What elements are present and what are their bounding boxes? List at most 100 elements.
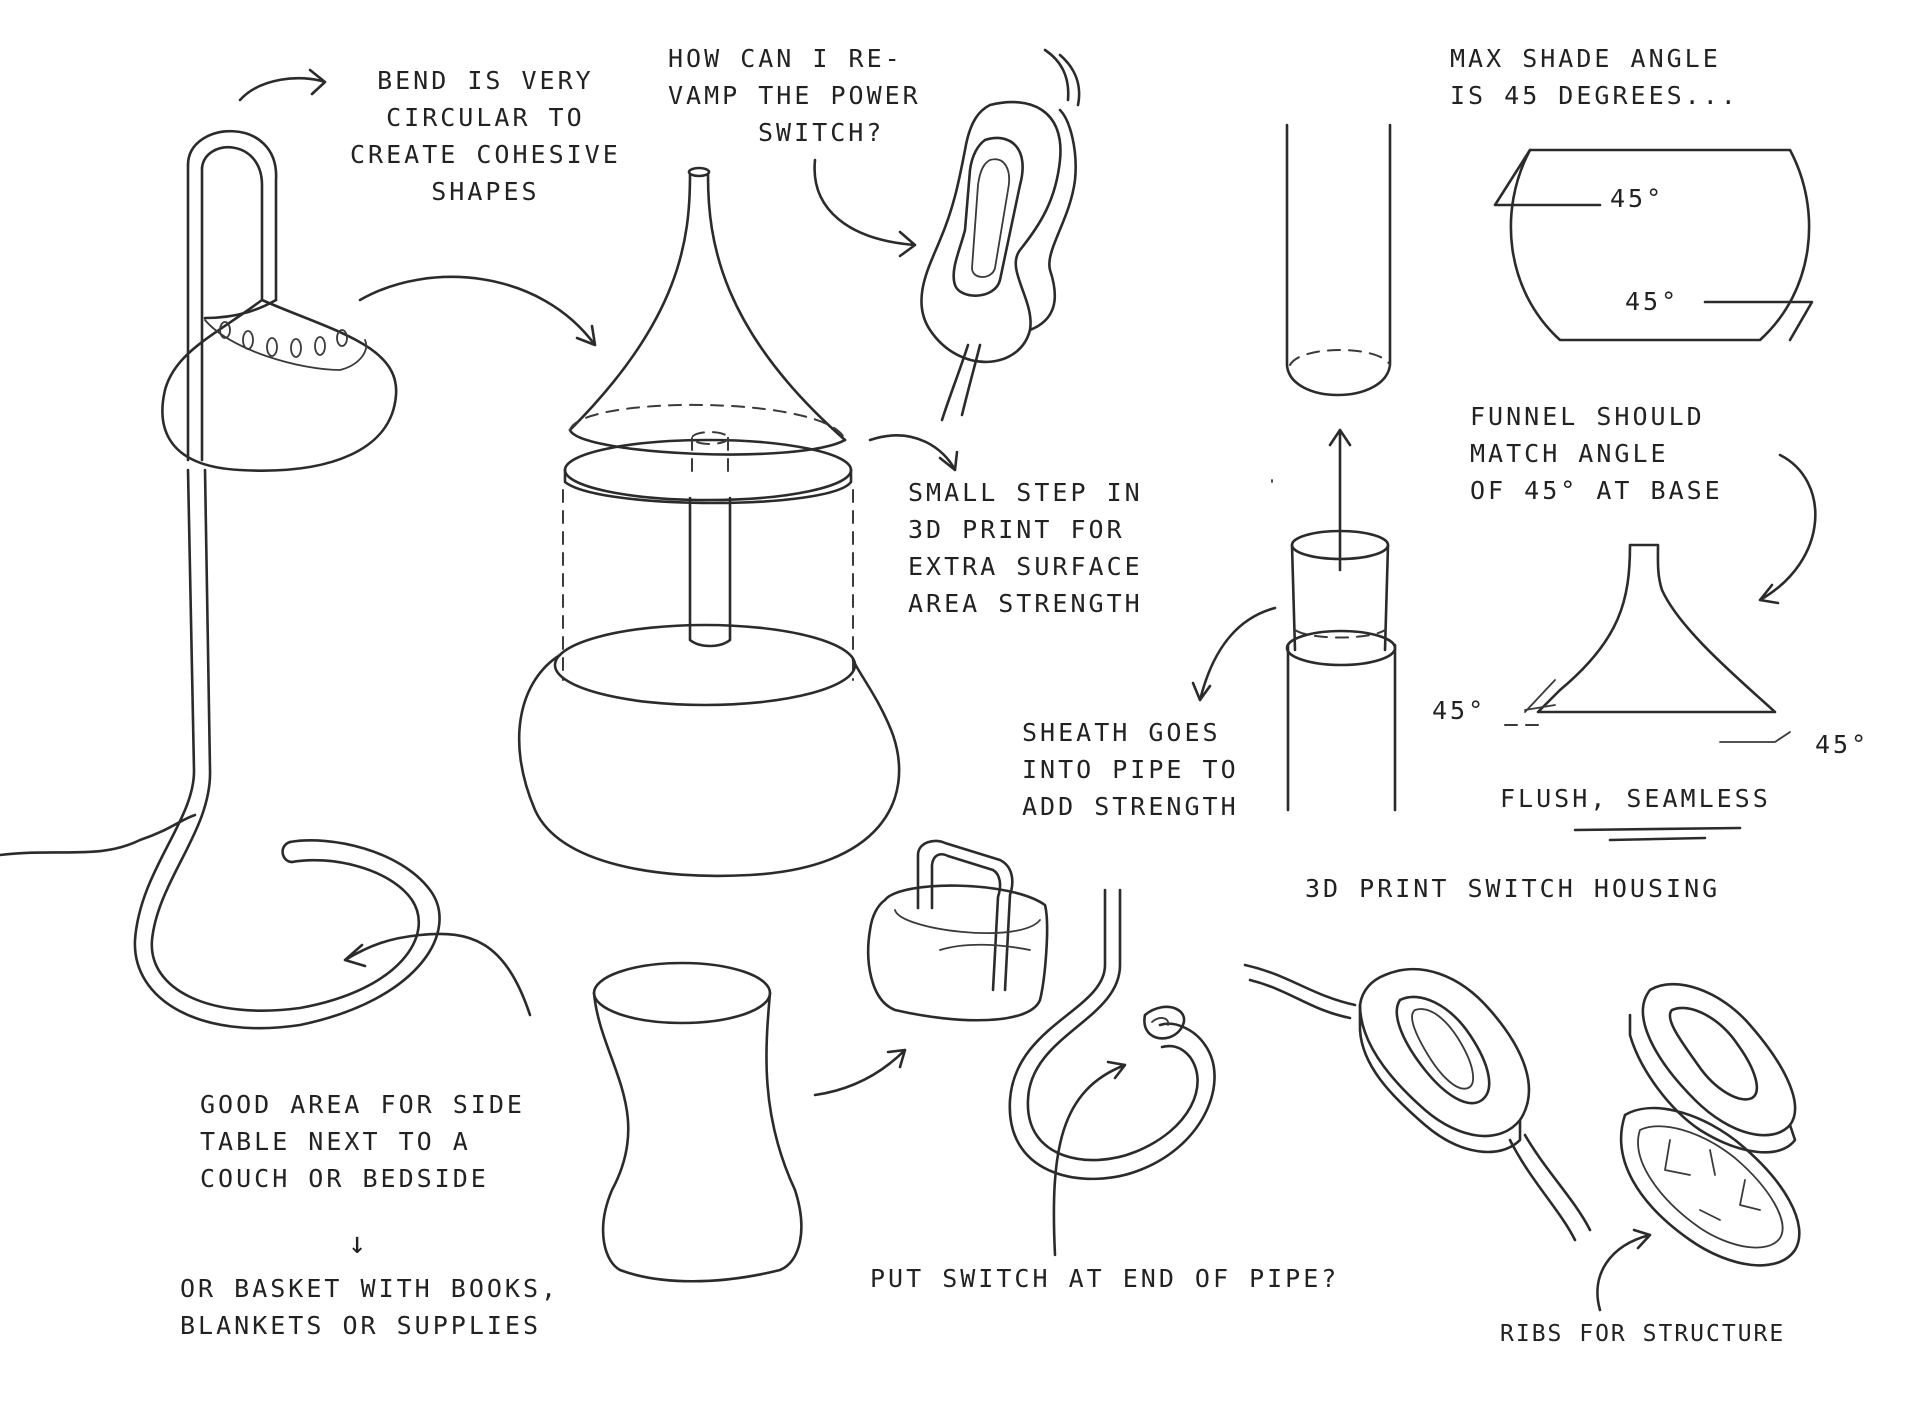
note-angle-bottom: 45°	[1625, 287, 1680, 316]
note-shade-angle-line-1: MAX SHADE ANGLE	[1450, 44, 1721, 73]
note-funnel-angle-left: 45°	[1432, 696, 1487, 725]
basket-opening	[894, 909, 1041, 951]
funnel-angle-sketch	[1504, 453, 1817, 842]
table-lamp-sketch	[517, 166, 959, 878]
housing-body-side	[1358, 1003, 1522, 1154]
lamp-shade-outline	[161, 298, 398, 472]
lamp-pipe-inner	[200, 146, 264, 302]
ribs-inner	[1637, 1125, 1784, 1249]
note-small-step-line-4: AREA STRENGTH	[908, 589, 1143, 618]
note-side-table-line-3: COUCH OR BEDSIDE	[200, 1164, 489, 1193]
note-shade-angle-line-2: IS 45 DEGREES...	[1450, 81, 1739, 110]
shade-angle-top-guide	[1493, 148, 1602, 207]
note-switch-end: PUT SWITCH AT END OF PIPE?	[870, 1264, 1340, 1293]
stool-top	[592, 961, 772, 1025]
lamp-stem-front	[133, 163, 441, 1030]
pipe-end-curve-inner	[1026, 888, 1199, 1162]
arrow-to-step-note	[868, 434, 959, 472]
housing-cord-left	[1243, 963, 1357, 1020]
switch-button	[971, 158, 1010, 278]
flush-underline-short	[1608, 836, 1707, 842]
ribs-bottom-tray	[1619, 1106, 1801, 1267]
upper-pipe	[1285, 123, 1392, 397]
switch-body	[920, 100, 1062, 364]
note-sheath-line-2: INTO PIPE TO	[1022, 755, 1239, 784]
upper-pipe-opening	[1289, 349, 1391, 366]
note-small-step-line-2: 3D PRINT FOR	[908, 515, 1125, 544]
table-lamp-base	[517, 653, 901, 878]
note-power-switch: HOW CAN I RE- VAMP THE POWER SWITCH?	[668, 40, 921, 151]
arrow-to-base	[343, 932, 532, 1017]
lamp-shade-vent-band	[204, 319, 368, 371]
note-small-step: SMALL STEP IN 3D PRINT FOR EXTRA SURFACE…	[908, 474, 1143, 622]
note-funnel-line-2: MATCH ANGLE	[1470, 439, 1669, 468]
note-funnel-angle-right: 45°	[1815, 730, 1870, 759]
funnel-tip	[687, 166, 711, 178]
note-side-table-line-1: GOOD AREA FOR SIDE	[200, 1090, 525, 1119]
note-ribs: RIBS FOR STRUCTURE	[1500, 1321, 1786, 1347]
arrow-to-sheath-note	[1191, 606, 1277, 702]
switch-cord-top	[1043, 48, 1081, 107]
rod-hidden-sides	[691, 437, 729, 476]
housing-button	[1411, 1008, 1474, 1090]
ribs-top-shell-side	[1628, 1013, 1797, 1154]
side-table-sketch	[592, 961, 803, 1283]
note-down-arrow: ↓	[348, 1226, 370, 1261]
lamp-shade-vents	[219, 321, 348, 358]
note-power-switch-line-1: HOW CAN I RE-	[668, 44, 903, 73]
lamp-floor-line	[0, 813, 197, 857]
note-power-switch-line-3: SWITCH?	[758, 118, 885, 147]
note-side-table: GOOD AREA FOR SIDE TABLE NEXT TO A COUCH…	[200, 1086, 525, 1197]
note-bend-line-1: BEND IS VERY	[377, 66, 594, 95]
arrow-to-funnel	[1758, 453, 1817, 605]
note-bend-line-4: SHAPES	[431, 177, 540, 206]
note-sheath-line-3: ADD STRENGTH	[1022, 792, 1239, 821]
note-small-step-line-1: SMALL STEP IN	[908, 478, 1143, 507]
step-disc-edge	[563, 468, 853, 505]
note-side-table-line-2: TABLE NEXT TO A	[200, 1127, 471, 1156]
note-sheath-line-1: SHEATH GOES	[1022, 718, 1221, 747]
lower-pipe-rim	[1285, 629, 1397, 667]
lower-pipe	[1286, 643, 1397, 812]
basket-handle	[916, 839, 1014, 992]
housing-cord-right	[1508, 1133, 1592, 1242]
note-bend-line-3: CREATE COHESIVE	[350, 140, 621, 169]
ribs-housing-sketch	[1596, 982, 1801, 1312]
note-funnel-line-3: OF 45° AT BASE	[1470, 476, 1723, 505]
base-top	[553, 623, 857, 707]
arrow-to-switch	[813, 158, 917, 258]
note-small-step-line-3: EXTRA SURFACE	[908, 552, 1143, 581]
center-rod	[688, 496, 732, 648]
step-disc	[563, 438, 853, 502]
sheath-insert	[1290, 543, 1390, 652]
lamp-pipe-outer	[186, 129, 278, 302]
note-funnel-line-1: FUNNEL SHOULD	[1470, 402, 1705, 431]
shade-angle-sketch	[1493, 148, 1814, 342]
housing-recess	[1395, 995, 1491, 1105]
pipe-arrow-up	[1328, 428, 1352, 572]
switch-cord-bottom	[940, 343, 982, 422]
pipe-end-switch-slot	[1151, 1017, 1170, 1026]
arrow-to-bend-note	[238, 68, 327, 102]
switch-recess	[952, 136, 1024, 297]
pipe-end-curve-outer	[1008, 888, 1216, 1181]
shade-profile	[1509, 148, 1811, 342]
pipe-sheath-sketch	[1191, 123, 1397, 812]
switch-housing-sketch	[1243, 963, 1592, 1242]
funnel-rim	[568, 428, 847, 456]
lamp-stem-back	[150, 166, 421, 1012]
basket-body	[866, 884, 1049, 1022]
power-switch-sketch	[813, 48, 1081, 422]
shade-angle-bottom-guide	[1703, 300, 1814, 342]
arrow-to-pipe-end	[1052, 1060, 1127, 1257]
funnel-rim-back	[569, 403, 846, 441]
ribs-top-opening	[1668, 1006, 1759, 1101]
note-switch-housing: 3D PRINT SWITCH HOUSING	[1305, 874, 1721, 903]
arrow-to-table-lamp	[358, 275, 597, 347]
sheath-bottom-hidden	[1294, 629, 1386, 639]
note-flush: FLUSH, SEAMLESS	[1500, 784, 1771, 813]
lamp-base-cord	[281, 840, 294, 864]
ribs-top-shell	[1641, 982, 1797, 1137]
